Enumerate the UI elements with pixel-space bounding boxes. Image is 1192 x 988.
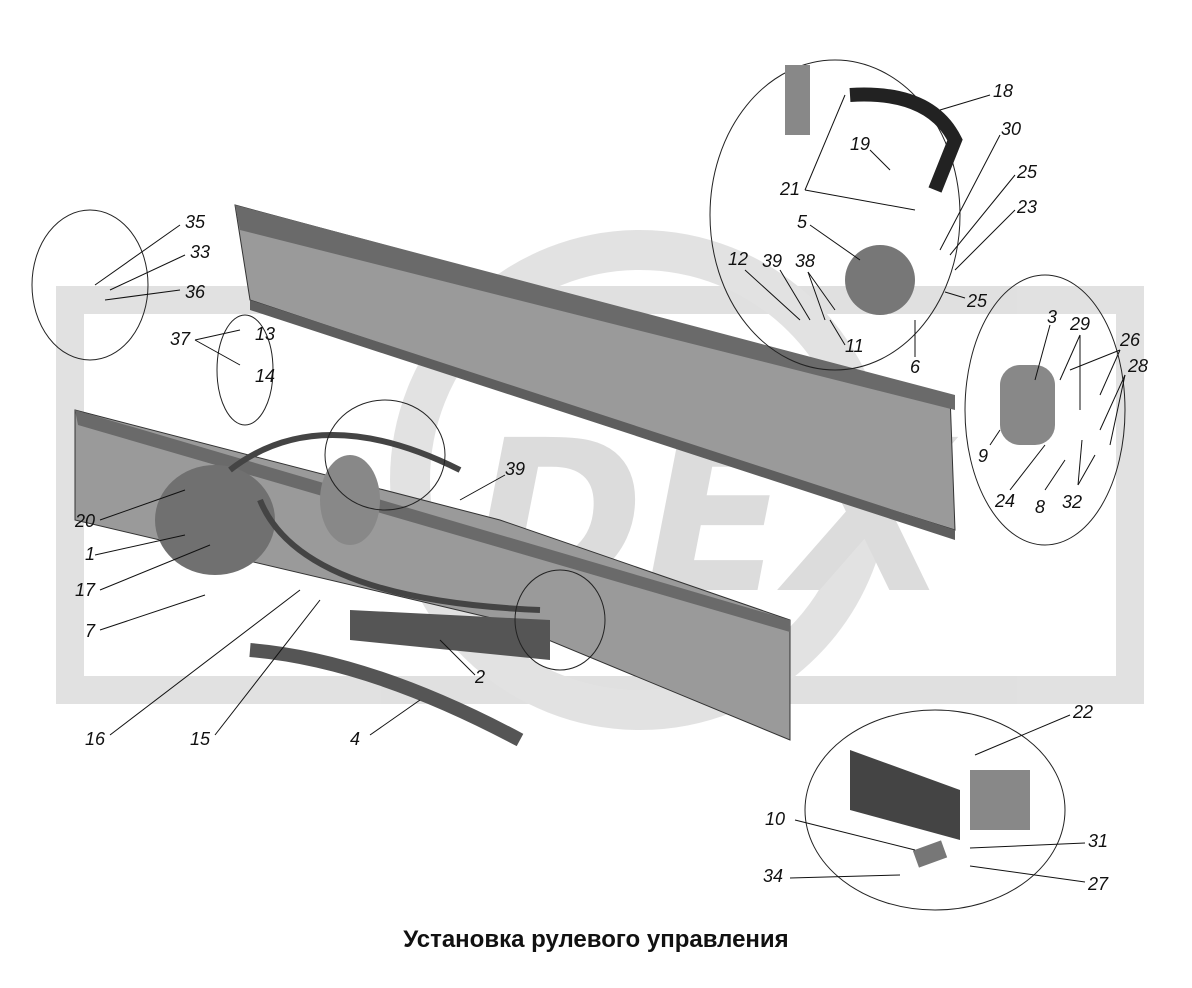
callout-38: 38 <box>795 251 815 271</box>
upper-frame-rail <box>234 204 956 540</box>
callout-34: 34 <box>763 866 783 886</box>
callout-labels: 35 33 36 37 13 14 20 1 17 7 16 15 4 2 39… <box>74 81 1148 894</box>
callout-7: 7 <box>85 621 96 641</box>
callout-14: 14 <box>255 366 275 386</box>
callout-8: 8 <box>1035 497 1045 517</box>
callout-1: 1 <box>85 544 95 564</box>
callout-20: 20 <box>74 511 95 531</box>
callout-19: 19 <box>850 134 870 154</box>
callout-3: 3 <box>1047 307 1057 327</box>
callout-25-bottom: 25 <box>966 291 988 311</box>
pump-detail <box>785 65 963 315</box>
callout-15: 15 <box>190 729 211 749</box>
callout-16: 16 <box>85 729 106 749</box>
callout-10: 10 <box>765 809 785 829</box>
callout-31: 31 <box>1088 831 1108 851</box>
callout-29: 29 <box>1069 314 1090 334</box>
callout-39-detail: 39 <box>762 251 782 271</box>
callout-11: 11 <box>845 336 864 356</box>
callout-22: 22 <box>1072 702 1093 722</box>
callout-26: 26 <box>1119 330 1141 350</box>
callout-2: 2 <box>474 667 485 687</box>
callout-33: 33 <box>190 242 210 262</box>
callout-5: 5 <box>797 212 808 232</box>
callout-36: 36 <box>185 282 206 302</box>
callout-35: 35 <box>185 212 206 232</box>
callout-21: 21 <box>779 179 800 199</box>
callout-39-main: 39 <box>505 459 525 479</box>
cylinder-mount-detail <box>850 750 1030 868</box>
callout-9: 9 <box>978 446 988 466</box>
callout-28: 28 <box>1127 356 1148 376</box>
callout-17: 17 <box>75 580 96 600</box>
callout-24: 24 <box>994 491 1015 511</box>
callout-6: 6 <box>910 357 921 377</box>
callout-23: 23 <box>1016 197 1037 217</box>
callout-18: 18 <box>993 81 1013 101</box>
reservoir-detail <box>1000 365 1055 445</box>
callout-37: 37 <box>170 329 191 349</box>
figure-caption: Установка рулевого управления <box>403 926 789 953</box>
steering-gear-assembly <box>155 432 541 613</box>
callout-30: 30 <box>1001 119 1021 139</box>
power-cylinder <box>350 610 550 660</box>
callout-13: 13 <box>255 324 275 344</box>
callout-27: 27 <box>1087 874 1109 894</box>
callout-32: 32 <box>1062 492 1082 512</box>
tie-rod <box>249 643 524 747</box>
callout-25-top: 25 <box>1016 162 1038 182</box>
detail-circles <box>31 59 1126 911</box>
callout-12: 12 <box>728 249 748 269</box>
callout-4: 4 <box>350 729 360 749</box>
